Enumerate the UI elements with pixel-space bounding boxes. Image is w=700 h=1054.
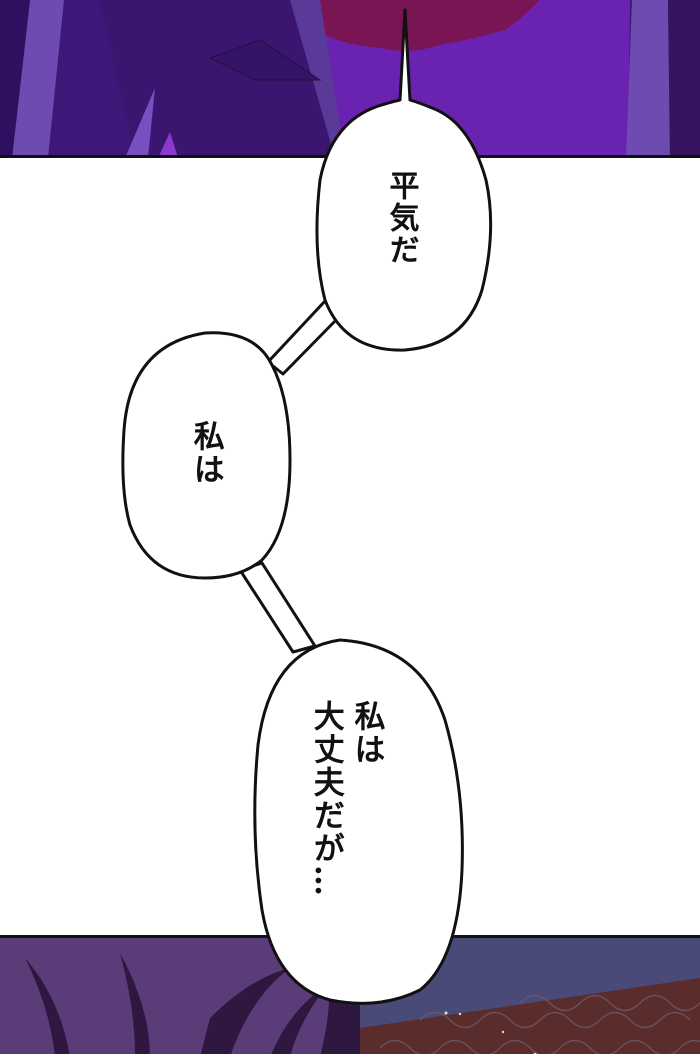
- bubble-3-line-1: 私は: [348, 700, 385, 766]
- red-cloud: [320, 0, 540, 51]
- bubble-3-text: 私は 大丈夫だが…: [306, 700, 386, 898]
- bubble-2-text: 私は: [187, 420, 224, 486]
- speech-bubble-2: [121, 331, 292, 580]
- speech-bubble-1: [315, 8, 493, 352]
- light-stripe-right: [626, 0, 670, 155]
- bubble-3-line-2: 大丈夫だが…: [307, 700, 344, 898]
- bubble-connector-2: [238, 561, 317, 654]
- speech-bubble-3: [253, 638, 464, 1005]
- figure-torso: [100, 0, 340, 155]
- hair-strands: [25, 953, 360, 1054]
- patterned-wall: [355, 978, 700, 1054]
- light-stripe-left: [12, 0, 64, 155]
- bubble-1-text: 平気だ: [383, 170, 419, 266]
- wall-pattern: [379, 994, 700, 1054]
- purple-hair: [0, 938, 360, 1054]
